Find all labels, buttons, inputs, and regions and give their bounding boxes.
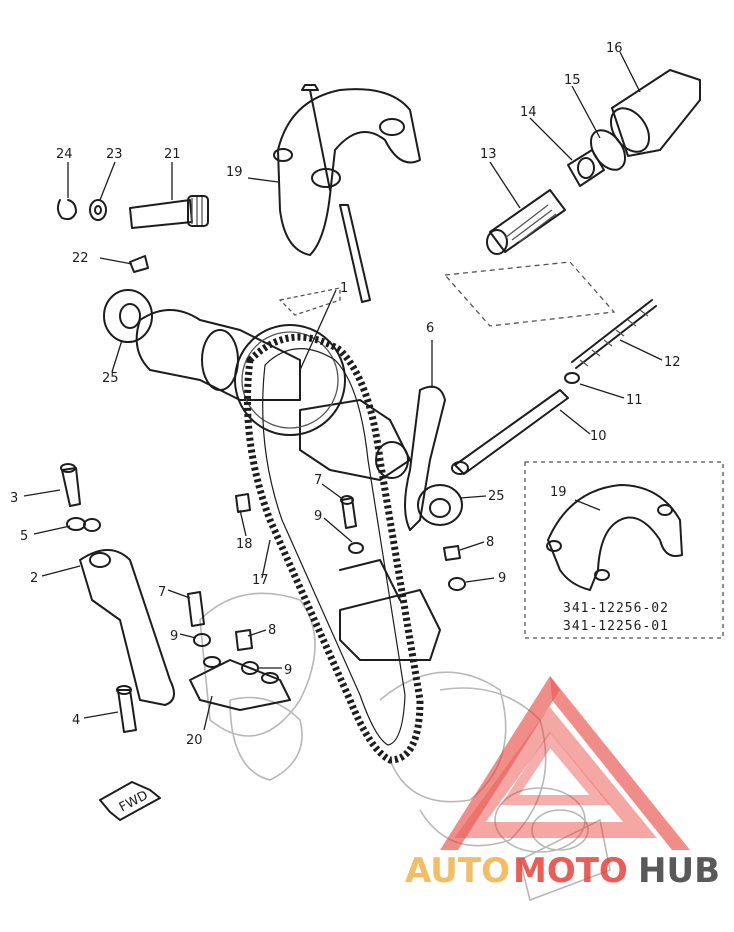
callout-24: 24	[56, 147, 73, 162]
camshaft-1	[135, 309, 411, 481]
callout-23: 23	[106, 147, 123, 162]
callout-7-center: 7	[314, 473, 322, 488]
callout-16: 16	[606, 41, 623, 56]
washer-11	[564, 372, 580, 384]
inset-alternate-cap	[524, 461, 724, 639]
washer-9-right	[448, 577, 466, 591]
callout-20: 20	[186, 733, 203, 748]
tensioner-body-13	[486, 189, 566, 255]
inset-part-number-2: 341-12256-01	[563, 619, 669, 634]
forward-direction-arrow: FWD	[99, 781, 161, 821]
cap-bolt-16	[609, 69, 701, 157]
watermark-moto: MOTO	[513, 851, 628, 891]
callout-14: 14	[520, 105, 537, 120]
washer-25-right	[417, 484, 463, 526]
callout-4: 4	[72, 713, 80, 728]
washer-9-left	[193, 633, 211, 647]
callout-19-inset: 19	[550, 485, 567, 500]
callout-21: 21	[164, 147, 181, 162]
callout-18: 18	[236, 537, 253, 552]
tensioner-lever-6	[404, 385, 446, 531]
washer-5	[66, 517, 86, 531]
cam-cap-19	[273, 84, 421, 303]
bolt-3	[60, 463, 81, 507]
callout-19-top: 19	[226, 165, 243, 180]
washer-25-left	[103, 289, 153, 343]
callout-8-right: 8	[486, 535, 494, 550]
watermark-auto: AUTO	[405, 851, 510, 891]
washer-23	[89, 199, 107, 221]
callout-12: 12	[664, 355, 681, 370]
callout-2: 2	[30, 571, 38, 586]
callout-22: 22	[72, 251, 89, 266]
callout-3: 3	[10, 491, 18, 506]
guide-bracket-20	[189, 656, 291, 711]
callout-9-lower: 9	[284, 663, 292, 678]
tachometer-drive-gear-21	[129, 195, 209, 229]
tensioner-rod-10	[451, 389, 569, 475]
callout-7-left: 7	[158, 585, 166, 600]
bolt-4	[116, 685, 137, 733]
bolt-8-right	[443, 545, 461, 561]
chain-damper	[339, 559, 441, 661]
washer-9-center	[348, 542, 364, 554]
callout-25-right: 25	[488, 489, 505, 504]
cam-chain-17	[244, 333, 424, 764]
automotohub-watermark: AUTO MOTO HUB	[405, 676, 720, 891]
callout-11: 11	[626, 393, 643, 408]
callout-25-left: 25	[102, 371, 119, 386]
callout-6: 6	[426, 321, 434, 336]
callout-13: 13	[480, 147, 497, 162]
callout-labels: 24 23 21 22 25 19 1 13 14 15 16 6 12 11 …	[10, 41, 681, 748]
callout-5: 5	[20, 529, 28, 544]
nut-14	[567, 149, 605, 187]
circlip-24	[56, 199, 77, 221]
callout-10: 10	[590, 429, 607, 444]
inset-part-number-1: 341-12256-02	[563, 601, 669, 616]
spring-12	[571, 299, 657, 369]
bolt-7-left	[187, 591, 205, 627]
chain-guide-2	[79, 518, 175, 706]
pin-18	[235, 493, 251, 513]
bolt-8-left	[235, 629, 253, 651]
callout-1: 1	[340, 281, 348, 296]
pin-22	[129, 255, 149, 273]
callout-8-left: 8	[268, 623, 276, 638]
callout-9-right: 9	[498, 571, 506, 586]
leader-lines	[23, 51, 663, 731]
bolt-7-center	[340, 495, 357, 529]
reference-outline	[278, 287, 341, 316]
callout-17: 17	[252, 573, 269, 588]
callout-9-center: 9	[314, 509, 322, 524]
callout-15: 15	[564, 73, 581, 88]
reference-outline-2	[443, 261, 616, 327]
watermark-hub: HUB	[638, 851, 720, 891]
callout-9-left: 9	[170, 629, 178, 644]
